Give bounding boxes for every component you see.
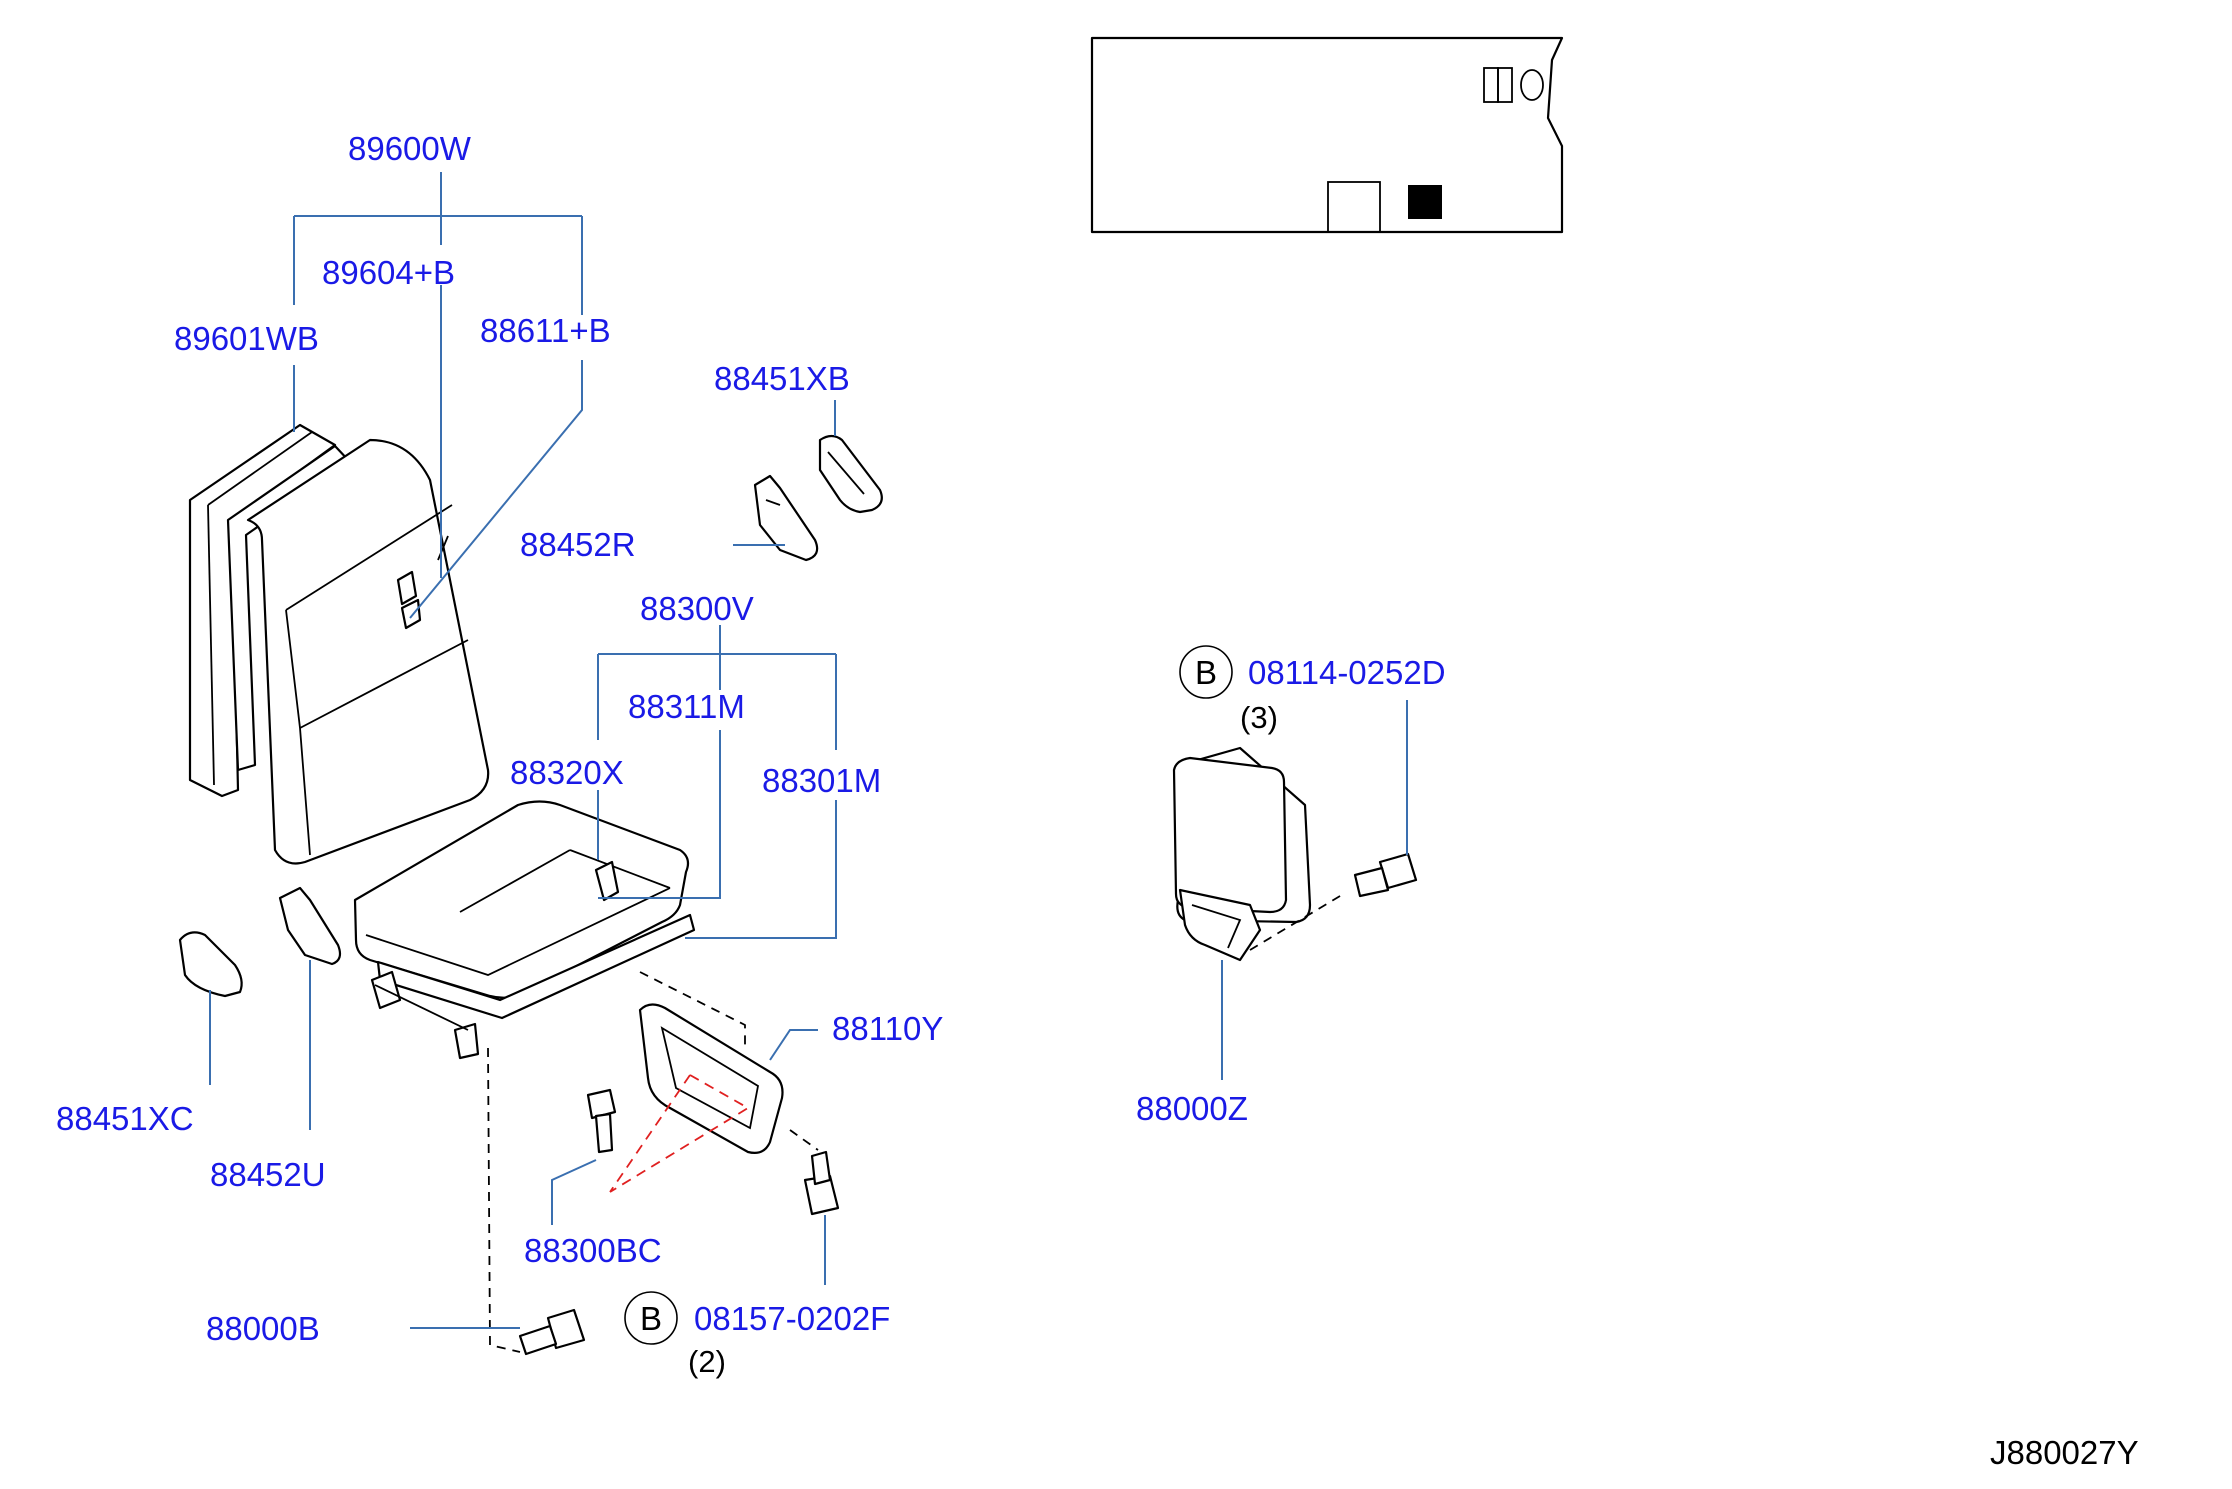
- part-labels: 89600W 89604+B 88611+B 89601WB 88451XB 8…: [56, 130, 1446, 1347]
- bolts-drawing: [487, 1047, 840, 1356]
- label-89600w[interactable]: 89600W: [348, 130, 472, 167]
- label-88451xb[interactable]: 88451XB: [714, 360, 850, 397]
- seat-cushion-drawing: [353, 800, 696, 1060]
- label-88320x[interactable]: 88320X: [510, 754, 624, 791]
- location-marker: [1408, 185, 1442, 219]
- seat-back-drawing: [188, 423, 490, 865]
- bolt-mark-b-08157: B: [640, 1300, 662, 1337]
- vehicle-location-inset: [1090, 36, 1564, 234]
- label-88000z[interactable]: 88000Z: [1136, 1090, 1248, 1127]
- leader-lines: [209, 172, 1408, 1329]
- label-88611b[interactable]: 88611+B: [480, 312, 611, 349]
- bolt-marks: B B: [624, 645, 1233, 1345]
- label-88452u[interactable]: 88452U: [210, 1156, 326, 1193]
- diagram-code: J880027Y: [1990, 1434, 2139, 1471]
- label-88300v[interactable]: 88300V: [640, 590, 754, 627]
- label-88311m[interactable]: 88311M: [628, 688, 745, 725]
- label-88000b[interactable]: 88000B: [206, 1310, 320, 1347]
- label-89601wb[interactable]: 89601WB: [174, 320, 319, 357]
- bolt-mark-circle: [1179, 645, 1233, 699]
- label-88451xc[interactable]: 88451XC: [56, 1100, 194, 1137]
- label-88110y[interactable]: 88110Y: [832, 1010, 943, 1047]
- seat-bracket-drawing: [609, 971, 784, 1193]
- label-08157-0202f[interactable]: 08157-0202F: [694, 1300, 890, 1337]
- label-88452r[interactable]: 88452R: [520, 526, 636, 563]
- bolt-mark-b-08114: B: [1195, 654, 1217, 691]
- label-08114-0252d[interactable]: 08114-0252D: [1248, 654, 1446, 691]
- side-parts-drawing: [178, 434, 883, 998]
- headrest-drawing: [1172, 746, 1418, 962]
- bolt-mark-circle: [624, 1291, 678, 1345]
- label-88301m[interactable]: 88301M: [762, 762, 881, 799]
- qty-08114: (3): [1240, 700, 1278, 735]
- quantities: (2) (3): [688, 700, 1278, 1379]
- qty-08157: (2): [688, 1344, 726, 1379]
- label-88300bc[interactable]: 88300BC: [524, 1232, 662, 1269]
- label-89604b[interactable]: 89604+B: [322, 254, 455, 291]
